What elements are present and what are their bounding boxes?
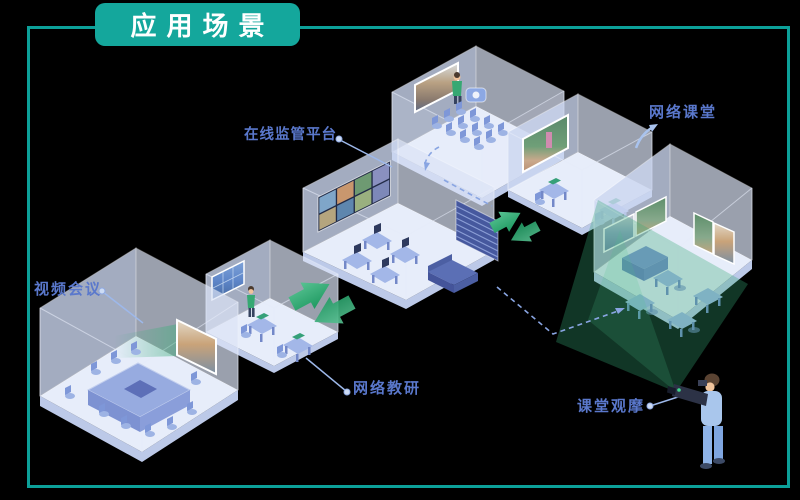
camera-operator (667, 373, 725, 469)
dashed-connector-hall-to-center (423, 146, 440, 168)
led-display-rack (455, 199, 499, 262)
camera-beam (556, 200, 748, 392)
camera-beam-core (588, 230, 676, 392)
label-classroom: 网络课堂 (649, 104, 718, 121)
title-badge: 应用场景 (95, 3, 300, 46)
dashed-arrowhead-2 (615, 308, 625, 314)
room-observed-classroom (593, 143, 753, 337)
screen-teacher-figure (546, 132, 552, 148)
dashed-connector-center-to-classroom (496, 286, 619, 335)
screen-teacher (522, 113, 569, 174)
curved-arrowhead-classroom (649, 124, 658, 132)
video-wall (317, 160, 391, 233)
leader-line-meeting (102, 291, 144, 324)
person-researcher (247, 286, 255, 317)
screen-dual-display (693, 211, 735, 266)
couch (428, 254, 478, 293)
label-platform: 在线监管平台 (244, 127, 337, 143)
screen-feed-2 (635, 195, 667, 238)
dashed-connector-center-to-arrows (443, 179, 493, 207)
room-monitor-center (302, 138, 499, 309)
leader-dot-research (343, 388, 351, 396)
person-teacher (452, 72, 462, 104)
leader-line-research (305, 357, 347, 392)
leader-line-platform (339, 139, 393, 168)
podium-device (465, 87, 487, 103)
leader-dot-observation (646, 402, 654, 410)
frame-border (27, 26, 790, 488)
dashed-arrowhead-1 (424, 162, 430, 171)
screen-lecture (414, 61, 459, 114)
screen-beam (114, 324, 178, 358)
leader-dot-meeting (98, 287, 106, 295)
label-meeting: 视频会议 (34, 281, 103, 298)
leader-dot-platform (335, 135, 343, 143)
room-conference (39, 247, 239, 462)
screen-feed-1 (603, 212, 635, 254)
camcorder-icon (667, 380, 708, 406)
label-research: 网络教研 (353, 380, 422, 397)
label-observation: 课堂观摩 (577, 398, 646, 415)
cabinet (622, 246, 668, 281)
screen-conference (176, 318, 217, 376)
